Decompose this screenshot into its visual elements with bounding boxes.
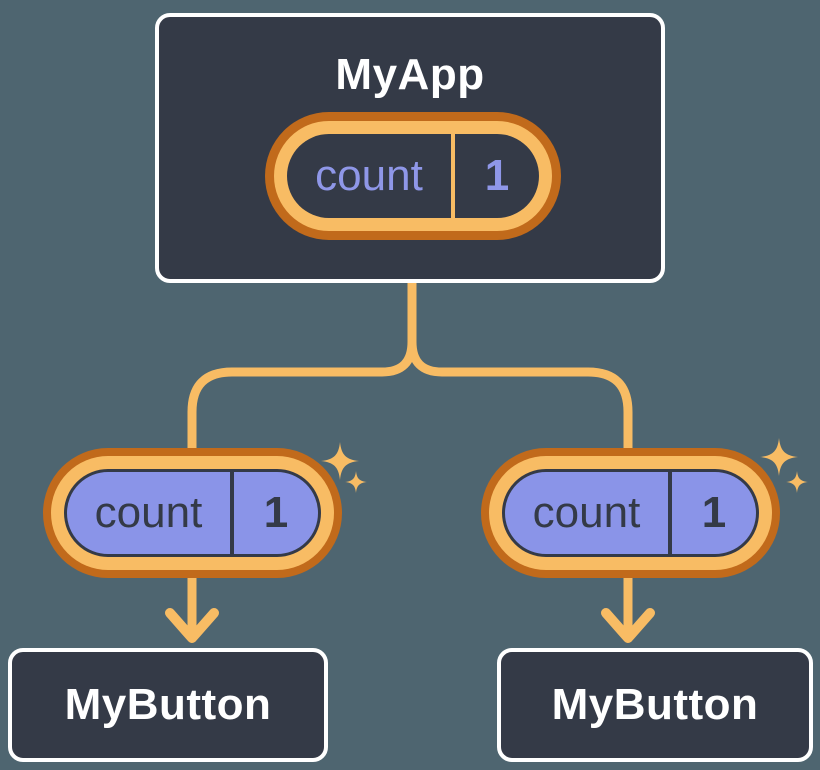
pill-body: count 1 [287, 134, 539, 218]
pill-body: count 1 [502, 469, 759, 557]
sparkle-icon [321, 442, 359, 480]
arrow-down-icon [165, 608, 219, 643]
sparkle-icon [786, 471, 808, 493]
state-pill: count 1 [265, 112, 561, 240]
mybutton-node-left: MyButton [8, 648, 328, 762]
pill-divider [668, 472, 672, 554]
pill-ring: count 1 [489, 456, 772, 570]
arrow-down-icon [601, 608, 655, 643]
branch-path-right [407, 278, 633, 635]
sparkle-icon [760, 438, 798, 476]
pill-divider [451, 134, 455, 218]
count-value: 1 [263, 488, 289, 537]
sparkle-icon [345, 471, 367, 493]
count-value: 1 [484, 151, 510, 200]
node-title: MyButton [551, 680, 759, 729]
count-label: count [315, 151, 423, 200]
count-value: 1 [701, 488, 727, 537]
prop-pill-left: count 1 [43, 448, 342, 578]
mybutton-node-right: MyButton [497, 648, 813, 762]
pill-ring: count 1 [51, 456, 334, 570]
pill-divider [230, 472, 234, 554]
prop-pill-right: count 1 [481, 448, 780, 578]
pill-body: count 1 [64, 469, 321, 557]
pill-ring: count 1 [274, 121, 552, 231]
count-label: count [532, 488, 641, 537]
count-label: count [94, 488, 203, 537]
node-title: MyApp [335, 50, 485, 99]
node-title: MyButton [64, 680, 272, 729]
